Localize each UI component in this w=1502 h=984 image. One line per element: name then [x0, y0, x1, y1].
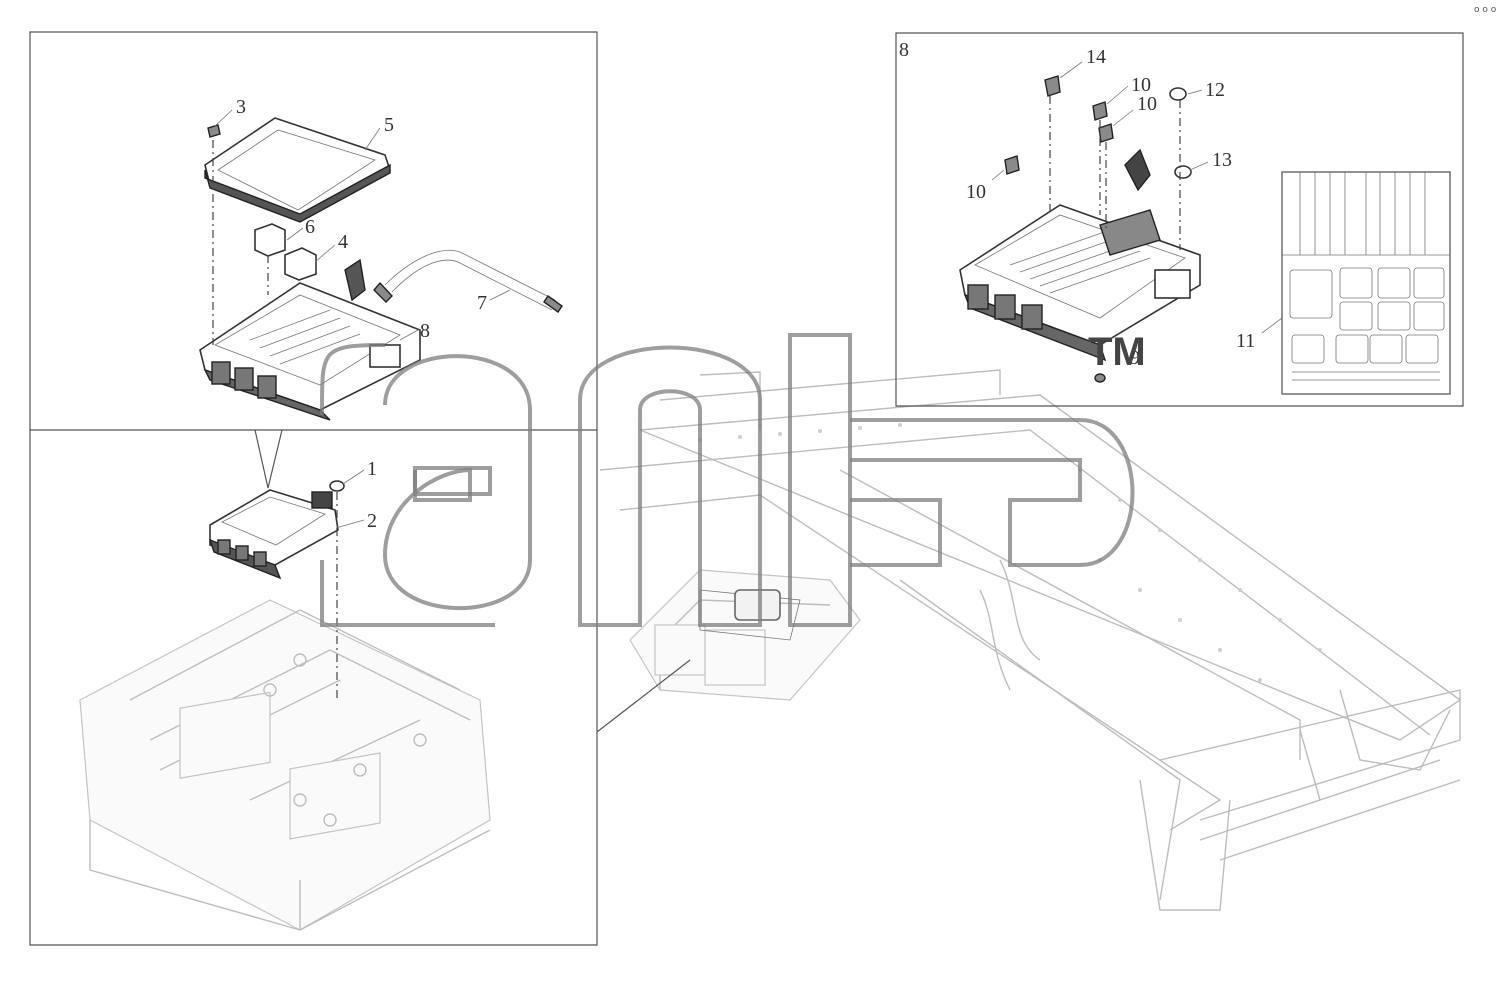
callout-2: 2	[367, 510, 377, 532]
callout-6: 6	[305, 216, 315, 238]
callout-3: 3	[236, 96, 246, 118]
callout-5: 5	[384, 114, 394, 136]
part-13-cap	[1174, 165, 1192, 179]
callout-1: 1	[367, 458, 377, 480]
callout-8: 8	[420, 320, 430, 342]
chassis-frame-drawing	[599, 369, 1462, 911]
watermark-trademark: TM	[1088, 330, 1146, 374]
callout-10-top: 10	[1131, 74, 1151, 96]
callout-7: 7	[477, 292, 487, 314]
panel-corner-label: 8	[899, 39, 909, 61]
callout-10-left: 10	[966, 181, 986, 203]
wire-part-7	[373, 249, 563, 313]
part-10-clip-b	[1098, 123, 1114, 143]
fuse-label-sheet	[1281, 171, 1451, 395]
corner-mark: o o o	[1474, 5, 1497, 15]
watermark-logo	[319, 333, 1135, 627]
callout-11: 11	[1236, 330, 1255, 352]
battery-box-drawing	[79, 599, 491, 931]
fuse-box-cover	[204, 117, 391, 223]
part-10-clip-a	[1092, 101, 1108, 121]
fuse-relay-box	[199, 258, 421, 421]
callout-9: 9	[1130, 347, 1140, 369]
callout-12: 12	[1205, 79, 1225, 101]
callout-14: 14	[1086, 46, 1106, 68]
callout-4: 4	[338, 231, 348, 253]
relay-parts	[254, 223, 317, 281]
callout-10-middle: 10	[1137, 93, 1157, 115]
left-detail-panel	[29, 31, 691, 946]
control-module	[208, 480, 345, 580]
part-10-clip-c	[1004, 155, 1020, 175]
part-14-clip	[1044, 75, 1061, 97]
fuse-box-open-view	[959, 148, 1201, 362]
bolt-part-3	[207, 124, 221, 138]
part-12-cap	[1169, 87, 1187, 101]
right-detail-panel	[895, 32, 1464, 407]
part-9-nut	[1094, 373, 1106, 383]
callout-13: 13	[1212, 149, 1232, 171]
